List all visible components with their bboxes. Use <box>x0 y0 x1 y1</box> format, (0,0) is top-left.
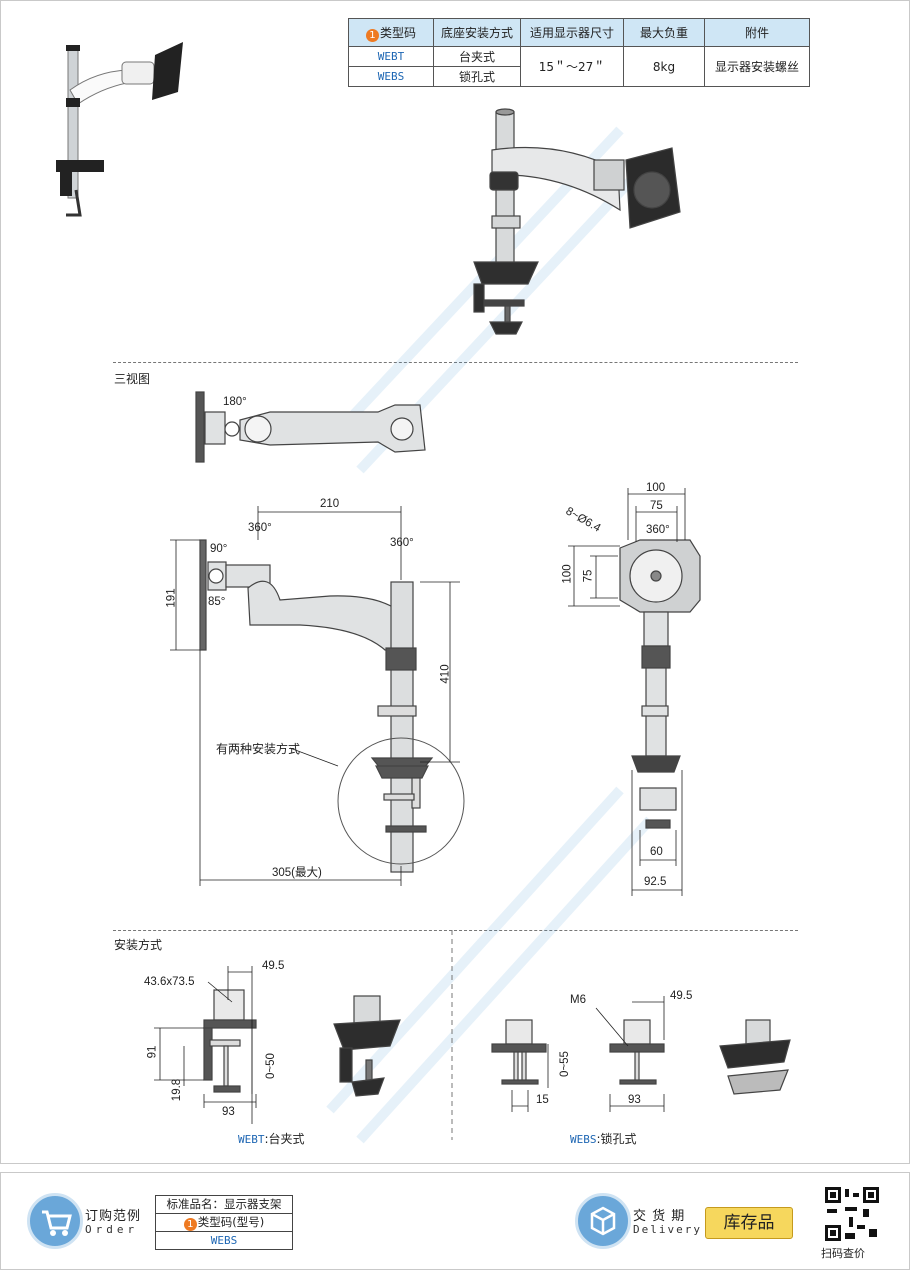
dim-label: 305(最大) <box>272 867 322 879</box>
dim-label: 85° <box>208 596 226 608</box>
webs-caption: WEBS:锁孔式 <box>570 1132 637 1146</box>
delivery-label-en: Delivery <box>633 1223 702 1236</box>
lock-install <box>491 1019 665 1085</box>
header-mount: 底座安装方式 <box>433 18 521 47</box>
dim-label: 360° <box>646 524 670 536</box>
install-title: 安装方式 <box>114 938 163 952</box>
product-render <box>473 108 681 335</box>
order-label-en: Order <box>85 1223 139 1236</box>
clamp-install <box>203 989 257 1093</box>
side-view <box>199 539 434 873</box>
order-label: 订购范例 <box>85 1209 142 1224</box>
dim-label: 92.5 <box>644 876 667 888</box>
qr-code-icon[interactable] <box>823 1185 881 1243</box>
dim-label: 43.6x73.5 <box>144 976 195 988</box>
dim-label: 180° <box>223 396 247 408</box>
dim-label: 0~50 <box>264 1053 277 1079</box>
size-cell: 15＂～27＂ <box>520 46 624 87</box>
acc-cell: 显示器安装螺丝 <box>704 46 810 87</box>
qr-label: 扫码查价 <box>821 1247 865 1260</box>
product-photo <box>56 42 183 217</box>
header-acc: 附件 <box>704 18 810 47</box>
dim-label: 15 <box>536 1094 549 1106</box>
dim-label: 210 <box>320 498 340 510</box>
front-view <box>619 539 701 829</box>
header-load: 最大负重 <box>623 18 705 47</box>
top-view <box>195 391 426 463</box>
dim-label: 91 <box>146 1045 159 1059</box>
detail-circle <box>337 737 465 865</box>
dim-label: 410 <box>439 664 452 684</box>
row-mount: 锁孔式 <box>433 66 521 87</box>
dim-label: 93 <box>222 1106 235 1118</box>
three-view-title: 三视图 <box>114 372 151 386</box>
webt-caption: WEBT:台夹式 <box>238 1132 305 1146</box>
technical-drawings <box>56 42 791 1144</box>
section-divider <box>113 930 798 931</box>
clamp-render <box>333 995 401 1097</box>
detail-clamp <box>375 765 429 833</box>
dim-label: M6 <box>570 994 586 1006</box>
header-size: 适用显示器尺寸 <box>520 18 624 47</box>
dim-label: 360° <box>390 537 414 549</box>
delivery-label: 交 货 期 <box>633 1209 686 1224</box>
note-two-methods: 有两种安装方式 <box>216 742 301 756</box>
lock-render <box>719 1019 791 1095</box>
dim-label: 19.8 <box>171 1078 184 1102</box>
row-code: WEBS <box>348 66 434 87</box>
dim-label: 93 <box>628 1094 641 1106</box>
dim-label: 100 <box>646 482 666 494</box>
delivery-box-icon <box>575 1193 631 1249</box>
dim-label: 191 <box>165 588 178 608</box>
dimension-lines <box>154 488 686 1124</box>
dim-label: 60 <box>650 846 663 858</box>
dim-label: 100 <box>561 564 574 584</box>
dim-label: 75 <box>582 569 595 583</box>
dim-label: 75 <box>650 500 663 512</box>
dim-label: 90° <box>210 543 228 555</box>
dim-label: 49.5 <box>670 990 693 1002</box>
cart-icon <box>27 1193 83 1249</box>
dim-label: 49.5 <box>262 960 285 972</box>
type-code-value: WEBS <box>210 1234 238 1247</box>
standard-name: 标准品名：显示器支架 <box>156 1196 292 1214</box>
stock-badge: 库存品 <box>705 1207 793 1239</box>
dim-label: 360° <box>248 522 272 534</box>
dim-label: 0~55 <box>558 1051 571 1077</box>
section-divider <box>113 362 798 363</box>
